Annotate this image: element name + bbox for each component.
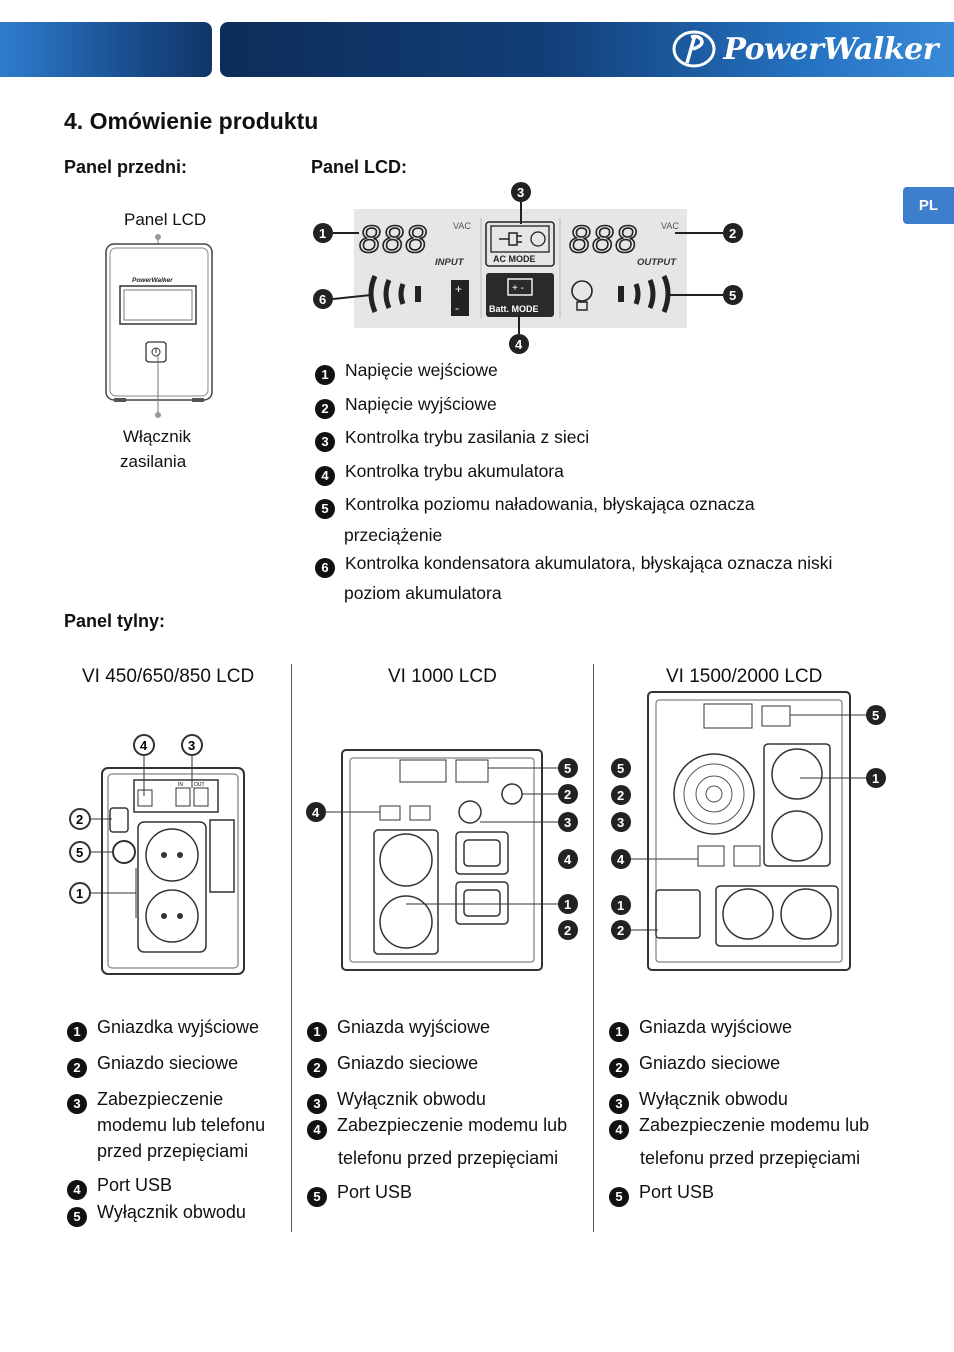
- lcd-panel-label: Panel LCD: [124, 210, 207, 229]
- svg-text:3: 3: [617, 815, 624, 830]
- svg-text:4: 4: [140, 738, 148, 753]
- lcd-item-6-cont: poziom akumulatora: [344, 583, 502, 603]
- svg-text:1: 1: [319, 226, 326, 241]
- batt-mode-text: Batt. MODE: [489, 304, 539, 314]
- svg-text:2: 2: [564, 923, 571, 938]
- svg-text:4: 4: [617, 852, 625, 867]
- header-bar-left: [0, 22, 212, 77]
- rear-panel-vi450-drawing: IN OUT 4 3 2 5 1: [69, 734, 245, 975]
- svg-text:3: 3: [564, 815, 571, 830]
- front-panel-drawing: PowerWalker: [105, 234, 213, 418]
- lcd-panel-heading: Panel LCD:: [311, 157, 408, 177]
- lcd-output-digits: 888: [569, 219, 638, 261]
- svg-text:5: 5: [76, 845, 83, 860]
- svg-text:3: 3: [188, 738, 195, 753]
- svg-text:1: 1: [76, 886, 83, 901]
- svg-text:5: 5: [617, 761, 624, 776]
- svg-text:4: 4: [515, 337, 523, 352]
- svg-text:4: 4: [564, 852, 572, 867]
- svg-text:6: 6: [319, 292, 326, 307]
- svg-text:5: 5: [564, 761, 571, 776]
- m1-item-3-cont-1: modemu lub telefonu: [97, 1115, 266, 1135]
- m3-item-4-cont: telefonu przed przepięciami: [640, 1148, 861, 1168]
- model-title-1: VI 450/650/850 LCD: [82, 666, 255, 687]
- svg-text:+: +: [455, 282, 462, 296]
- model-title-2: VI 1000 LCD: [388, 666, 497, 687]
- column-divider-2: [593, 664, 594, 1232]
- front-panel-heading: Panel przedni:: [64, 157, 188, 177]
- device-brand: PowerWalker: [132, 277, 173, 284]
- column-divider-1: [291, 664, 292, 1232]
- lcd-item-5-cont: przeciążenie: [344, 525, 443, 545]
- svg-text:2: 2: [729, 226, 736, 241]
- svg-text:1: 1: [617, 898, 624, 913]
- svg-text:+ -: + -: [512, 283, 524, 294]
- header-bar-right: [220, 22, 954, 77]
- m2-item-4-cont: telefonu przed przepięciami: [338, 1148, 559, 1168]
- svg-text:IN: IN: [178, 782, 183, 788]
- brand-name: PowerWalker: [723, 31, 938, 67]
- svg-text:OUT: OUT: [194, 782, 205, 788]
- svg-text:5: 5: [872, 708, 879, 723]
- svg-text:5: 5: [729, 288, 736, 303]
- svg-text:2: 2: [564, 787, 571, 802]
- lcd-input-label: INPUT: [435, 257, 465, 268]
- ac-mode-text: AC MODE: [493, 254, 536, 264]
- lcd-output-label: OUTPUT: [637, 257, 677, 268]
- svg-text:1: 1: [872, 771, 879, 786]
- svg-text:3: 3: [517, 185, 524, 200]
- svg-text:-: -: [455, 301, 459, 315]
- powerwalker-logo-icon: [672, 30, 716, 68]
- rear-panel-vi1000-drawing: 4 5 2 3 4 1 2: [306, 749, 578, 971]
- lcd-vac-left: VAC: [453, 221, 471, 231]
- m1-item-3-cont-2: przed przepięciami: [97, 1141, 249, 1161]
- section-title: 4. Omówienie produktu: [64, 108, 319, 134]
- rear-panel-heading: Panel tylny:: [64, 611, 166, 631]
- svg-text:2: 2: [617, 923, 624, 938]
- svg-text:1: 1: [564, 897, 571, 912]
- lcd-panel-diagram: 888 VAC INPUT 888 VAC OUTPUT AC MODE + -…: [313, 182, 743, 354]
- svg-text:2: 2: [617, 788, 624, 803]
- lcd-input-digits: 888: [359, 219, 428, 261]
- svg-text:4: 4: [312, 805, 320, 820]
- svg-text:2: 2: [76, 812, 83, 827]
- lcd-vac-right: VAC: [661, 221, 679, 231]
- brand-logo: PowerWalker: [671, 26, 938, 72]
- rear-panel-vi1500-drawing: 5 1 5 2 3 4 1 2: [611, 691, 886, 971]
- power-switch-label-2: zasilania: [120, 452, 187, 471]
- language-tab[interactable]: PL: [903, 187, 954, 224]
- power-switch-label-1: Włącznik: [123, 427, 192, 446]
- model-title-3: VI 1500/2000 LCD: [666, 666, 823, 687]
